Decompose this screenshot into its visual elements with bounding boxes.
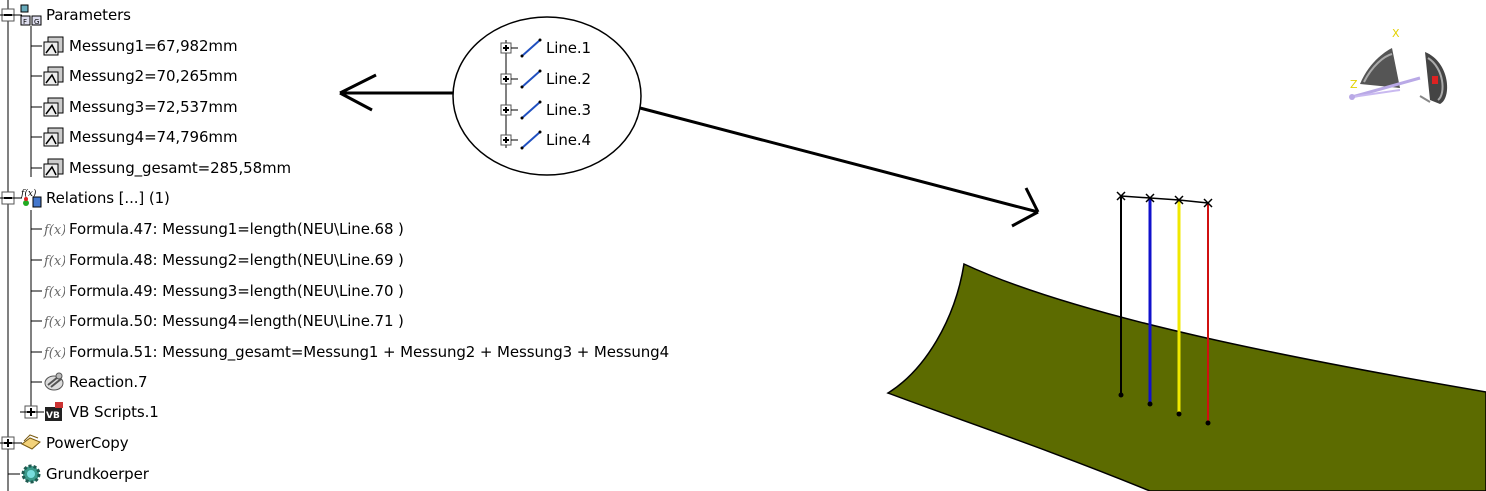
callout-line-item[interactable]: Line.2 bbox=[498, 67, 591, 91]
tree-node-label: Formula.48: Messung2=length(NEU\Line.69 … bbox=[69, 251, 404, 269]
svg-text:X: X bbox=[1392, 27, 1400, 40]
tree-connectors bbox=[0, 0, 44, 491]
tree-node-label: Messung2=70,265mm bbox=[69, 67, 238, 85]
tree-node-label: Relations [...] (1) bbox=[46, 189, 170, 207]
measure-parameter-icon bbox=[43, 65, 65, 87]
compass-icon[interactable]: X Z bbox=[1349, 27, 1448, 104]
vb-script-icon: VB bbox=[43, 401, 65, 423]
tree-node-label: Messung_gesamt=285,58mm bbox=[69, 159, 292, 177]
tree-node-measure[interactable]: Messung4=74,796mm bbox=[43, 125, 238, 149]
tree-node-formula[interactable]: f(x) Formula.48: Messung2=length(NEU\Lin… bbox=[43, 248, 404, 272]
svg-text:f(x): f(x) bbox=[43, 315, 65, 330]
formula-icon: f(x) bbox=[43, 249, 66, 271]
callout-line-item[interactable]: Line.3 bbox=[498, 98, 591, 122]
tree-node-formula[interactable]: f(x) Formula.50: Messung4=length(NEU\Lin… bbox=[43, 309, 404, 333]
measure-parameter-icon bbox=[43, 35, 65, 57]
specification-tree: F G Parameters Messung1=67,982mm Messung… bbox=[0, 0, 700, 491]
measure-lines bbox=[1116, 191, 1213, 426]
measure-parameter-icon bbox=[43, 157, 65, 179]
line-label: Line.3 bbox=[546, 101, 591, 119]
parameters-icon: F G bbox=[20, 4, 42, 26]
callout-line-item[interactable]: Line.4 bbox=[498, 128, 591, 152]
svg-text:f(x): f(x) bbox=[43, 223, 65, 238]
relations-icon: f(x) bbox=[20, 187, 42, 209]
formula-icon: f(x) bbox=[43, 341, 66, 363]
svg-text:f(x): f(x) bbox=[43, 346, 65, 361]
tree-node-label: Reaction.7 bbox=[69, 373, 148, 391]
svg-text:VB: VB bbox=[46, 411, 60, 421]
svg-text:Z: Z bbox=[1350, 78, 1358, 91]
arrow-right bbox=[639, 106, 1040, 228]
line-feature-icon bbox=[500, 100, 542, 120]
formula-icon: f(x) bbox=[43, 218, 66, 240]
tree-node-label: Formula.50: Messung4=length(NEU\Line.71 … bbox=[69, 312, 404, 330]
tree-node-label: Formula.49: Messung3=length(NEU\Line.70 … bbox=[69, 282, 404, 300]
tree-node-parameters[interactable]: F G Parameters bbox=[20, 3, 131, 27]
gear-icon bbox=[20, 463, 42, 485]
line-feature-icon bbox=[500, 130, 542, 150]
line-feature-icon bbox=[500, 38, 542, 58]
tree-node-label: VB Scripts.1 bbox=[69, 403, 159, 421]
svg-text:f(x): f(x) bbox=[20, 188, 37, 199]
arrow-left bbox=[339, 73, 454, 112]
callout-ellipse bbox=[452, 16, 642, 176]
line-label: Line.4 bbox=[546, 131, 591, 149]
surface bbox=[886, 262, 1486, 491]
tree-node-formula[interactable]: f(x) Formula.47: Messung1=length(NEU\Lin… bbox=[43, 217, 404, 241]
tree-node-measure[interactable]: Messung3=72,537mm bbox=[43, 95, 238, 119]
tree-node-reaction[interactable]: Reaction.7 bbox=[43, 370, 148, 394]
collapse-toggles bbox=[0, 8, 44, 450]
tree-node-formula[interactable]: f(x) Formula.49: Messung3=length(NEU\Lin… bbox=[43, 279, 404, 303]
tree-node-label: Messung1=67,982mm bbox=[69, 37, 238, 55]
tree-node-vb-scripts[interactable]: VB VB Scripts.1 bbox=[43, 400, 159, 424]
tree-node-grundkoerper[interactable]: Grundkoerper bbox=[20, 462, 149, 486]
tree-node-label: Formula.47: Messung1=length(NEU\Line.68 … bbox=[69, 220, 404, 238]
measure-parameter-icon bbox=[43, 96, 65, 118]
line-feature-icon bbox=[500, 69, 542, 89]
reaction-icon bbox=[43, 371, 65, 393]
svg-text:f(x): f(x) bbox=[43, 254, 65, 269]
tree-node-label: Parameters bbox=[46, 6, 131, 24]
formula-icon: f(x) bbox=[43, 310, 66, 332]
tree-node-measure[interactable]: Messung2=70,265mm bbox=[43, 64, 238, 88]
tree-node-label: PowerCopy bbox=[46, 434, 129, 452]
formula-icon: f(x) bbox=[43, 280, 66, 302]
tree-node-formula[interactable]: f(x) Formula.51: Messung_gesamt=Messung1… bbox=[43, 340, 669, 364]
tree-node-label: Messung3=72,537mm bbox=[69, 98, 238, 116]
tree-node-powercopy[interactable]: PowerCopy bbox=[20, 431, 129, 455]
svg-text:G: G bbox=[34, 18, 39, 26]
tree-node-label: Grundkoerper bbox=[46, 465, 149, 483]
measure-parameter-icon bbox=[43, 126, 65, 148]
line-label: Line.1 bbox=[546, 39, 591, 57]
svg-text:f(x): f(x) bbox=[43, 285, 65, 300]
powercopy-icon bbox=[20, 432, 42, 454]
callout-line-item[interactable]: Line.1 bbox=[498, 36, 591, 60]
svg-text:F: F bbox=[23, 18, 27, 26]
tree-node-measure[interactable]: Messung_gesamt=285,58mm bbox=[43, 156, 291, 180]
tree-node-relations[interactable]: f(x) Relations [...] (1) bbox=[20, 186, 170, 210]
tree-node-measure[interactable]: Messung1=67,982mm bbox=[43, 34, 238, 58]
line-label: Line.2 bbox=[546, 70, 591, 88]
tree-node-label: Formula.51: Messung_gesamt=Messung1 + Me… bbox=[69, 343, 670, 361]
tree-node-label: Messung4=74,796mm bbox=[69, 128, 238, 146]
